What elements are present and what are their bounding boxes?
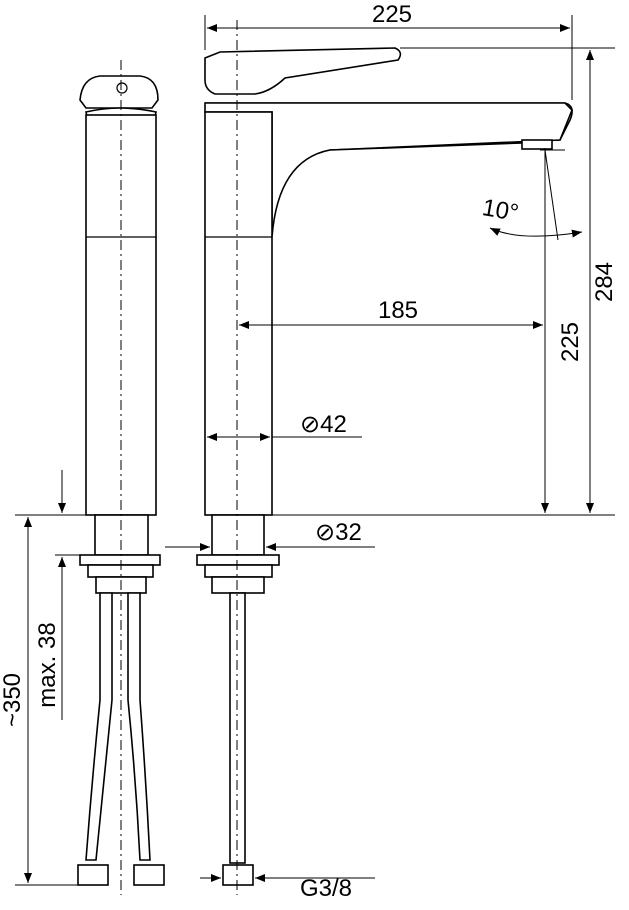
dim-diameter-42: ⊘42 <box>300 411 347 438</box>
dim-225-top: 225 <box>372 1 412 28</box>
hose-left <box>85 592 113 861</box>
front-view <box>196 20 573 895</box>
front-hose-nut <box>222 864 254 886</box>
aerator <box>521 139 553 150</box>
dim-angle: 10° <box>480 194 520 227</box>
side-view <box>77 60 165 895</box>
dim-max-38: max. 38 <box>34 622 61 707</box>
dim-185: 185 <box>378 297 418 324</box>
lever-handle <box>204 47 402 95</box>
hose-nut-right <box>133 864 165 886</box>
dim-350: ~350 <box>0 673 26 727</box>
dim-thread: G3/8 <box>300 875 352 902</box>
hose-right <box>127 592 151 861</box>
dim-diameter-32: ⊘32 <box>315 519 362 546</box>
dim-225-side: 225 <box>557 322 584 362</box>
handle-indicator-icon <box>116 82 128 94</box>
dim-284: 284 <box>591 262 618 302</box>
dimensions: 225 284 225 185 10° ⊘42 ⊘32 ~350 max. 38… <box>0 1 618 902</box>
front-body <box>204 111 273 516</box>
hose-nut-left <box>77 864 109 886</box>
